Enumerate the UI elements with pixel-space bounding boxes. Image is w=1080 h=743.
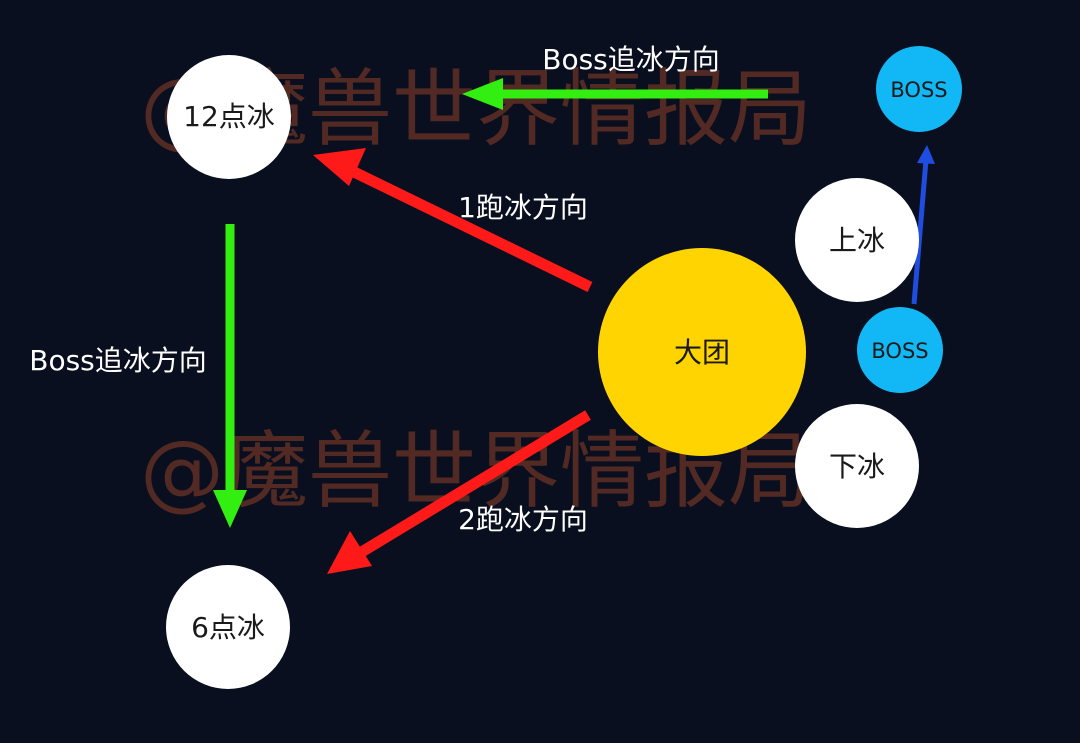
node-ice-6: 6点冰	[166, 565, 290, 689]
arrow-boss-move	[911, 145, 935, 305]
node-ice-6-label: 6点冰	[191, 611, 265, 644]
node-ice-down: 下冰	[795, 404, 919, 528]
label-boss-chase-top: Boss追冰方向	[542, 43, 720, 76]
arrow-boss-chase-top	[462, 78, 768, 110]
node-ice-12-label: 12点冰	[183, 100, 275, 133]
arrow-run-2	[327, 410, 591, 574]
node-ice-up-label: 上冰	[829, 224, 885, 257]
node-group: 大团	[598, 248, 806, 456]
node-boss-top: BOSS	[876, 46, 962, 132]
label-run-1: 1跑冰方向	[458, 191, 588, 224]
node-boss-mid: BOSS	[857, 307, 943, 393]
arrow-run-1	[313, 148, 593, 292]
node-boss-mid-label: BOSS	[871, 339, 928, 363]
label-run-2: 2跑冰方向	[458, 503, 588, 536]
node-ice-down-label: 下冰	[829, 450, 885, 483]
node-ice-up: 上冰	[795, 178, 919, 302]
node-group-label: 大团	[674, 336, 730, 369]
node-boss-top-label: BOSS	[890, 78, 947, 102]
label-boss-chase-left: Boss追冰方向	[29, 344, 207, 377]
node-ice-12: 12点冰	[167, 55, 291, 179]
arrow-boss-chase-left	[213, 224, 247, 528]
